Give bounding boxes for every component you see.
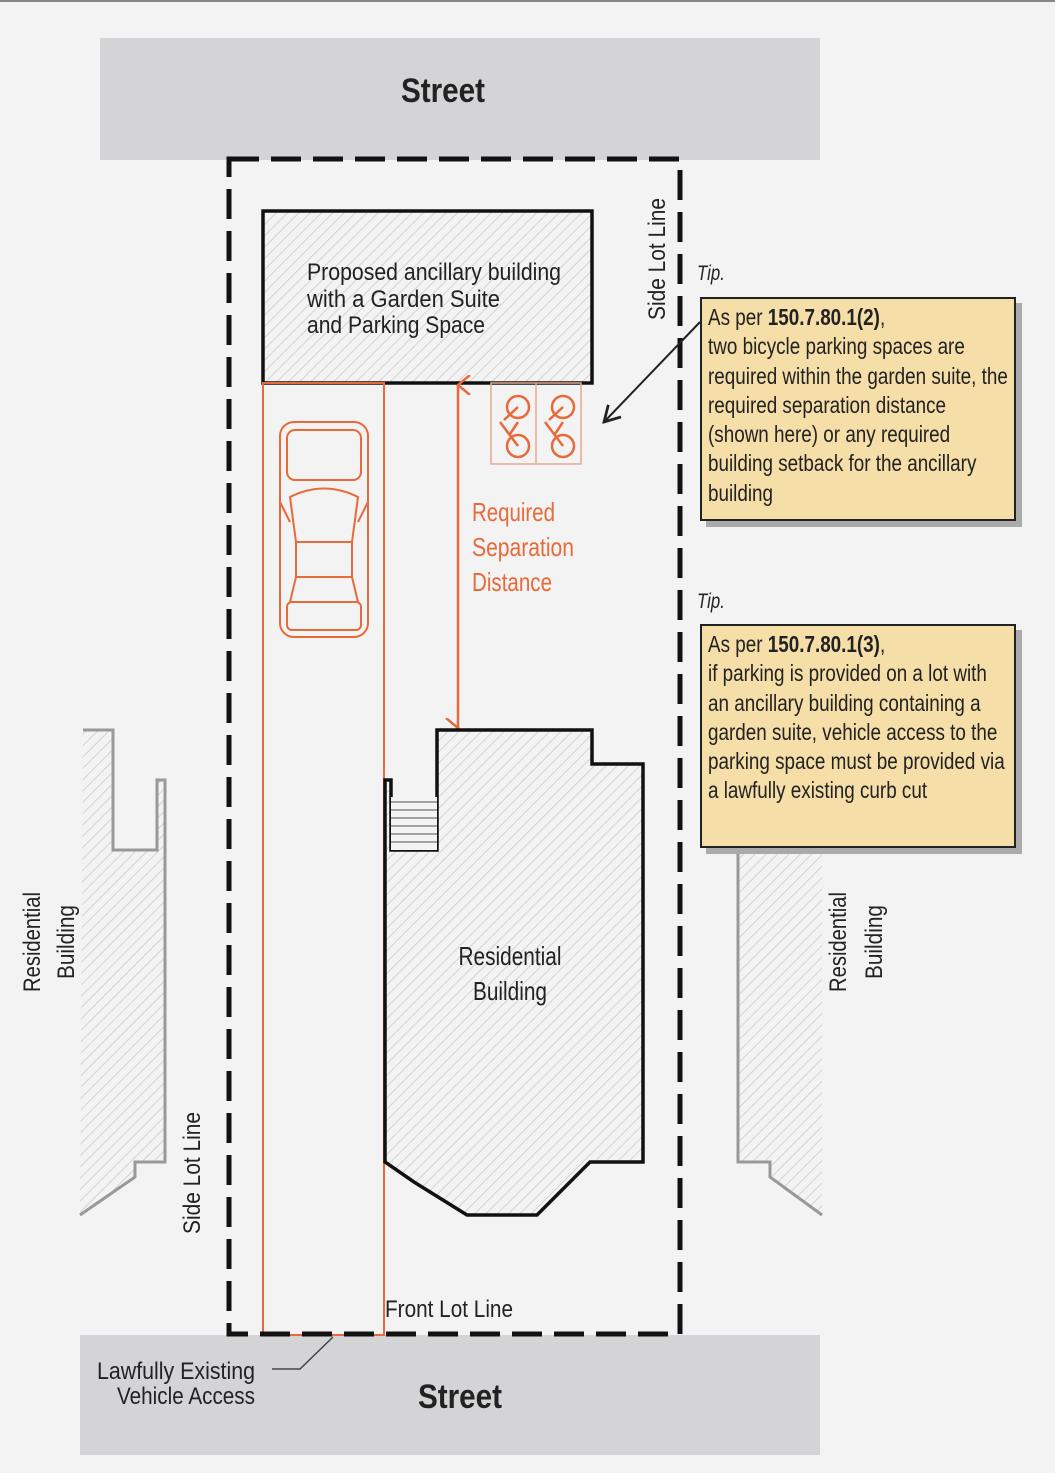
- tip-2-prefix: As per: [708, 631, 768, 657]
- tip-1-prefix: As per: [708, 304, 768, 330]
- vehicle-access-leader: [272, 1336, 334, 1370]
- ancillary-label-1: Proposed ancillary building: [307, 259, 561, 286]
- street-bottom: [80, 1335, 820, 1455]
- neighbor-right-label-2: Building: [861, 905, 888, 979]
- tip-2-box: As per 150.7.80.1(3), if parking is prov…: [700, 624, 1016, 848]
- tip-2-label: Tip.: [697, 590, 725, 613]
- separation-label-1: Required: [472, 497, 555, 527]
- bicycle-icon: [499, 394, 531, 459]
- separation-label-2: Separation: [472, 532, 574, 562]
- side-lot-line-left-label: Side Lot Line: [179, 1112, 206, 1234]
- residential-building-label-2: Building: [473, 976, 547, 1006]
- street-top: [100, 38, 820, 160]
- tip-1-suffix: ,: [879, 304, 886, 330]
- tip-1-label: Tip.: [697, 262, 725, 285]
- street-top-label: Street: [401, 72, 485, 110]
- bicycle-icon: [544, 394, 576, 459]
- tip-1-box: As per 150.7.80.1(2), two bicycle parkin…: [700, 297, 1016, 521]
- tip-1-body: two bicycle parking spaces are required …: [708, 333, 1008, 506]
- street-bottom-label: Street: [418, 1378, 502, 1416]
- tip-pointer-arrow: [604, 321, 701, 422]
- neighbor-right-label-1: Residential: [825, 892, 852, 992]
- neighbor-left-label-2: Building: [53, 905, 80, 979]
- vehicle-access-label-2: Vehicle Access: [117, 1383, 255, 1410]
- neighbor-building-right: [738, 850, 822, 1215]
- driveway: [262, 382, 385, 1336]
- neighbor-building-left: [80, 730, 165, 1215]
- tip-2-reference: 150.7.80.1(3): [767, 631, 880, 657]
- tip-2-body: if parking is provided on a lot with an …: [708, 660, 1005, 804]
- residential-building-label-1: Residential: [459, 941, 562, 971]
- ancillary-building: [261, 209, 594, 385]
- side-lot-line-right-label: Side Lot Line: [644, 198, 671, 320]
- tip-2-suffix: ,: [879, 631, 886, 657]
- separation-label-3: Distance: [472, 567, 552, 597]
- tip-1-reference: 150.7.80.1(2): [767, 304, 880, 330]
- neighbor-left-label-1: Residential: [19, 892, 46, 992]
- front-lot-line-label: Front Lot Line: [385, 1296, 513, 1323]
- lot-boundary: [226, 156, 683, 1337]
- bicycle-parking: [490, 382, 582, 465]
- car-icon: [279, 421, 369, 638]
- ancillary-label-3: and Parking Space: [307, 312, 485, 339]
- vehicle-access-label-1: Lawfully Existing: [97, 1358, 255, 1385]
- ancillary-label-2: with a Garden Suite: [306, 286, 500, 313]
- stairs: [391, 797, 437, 850]
